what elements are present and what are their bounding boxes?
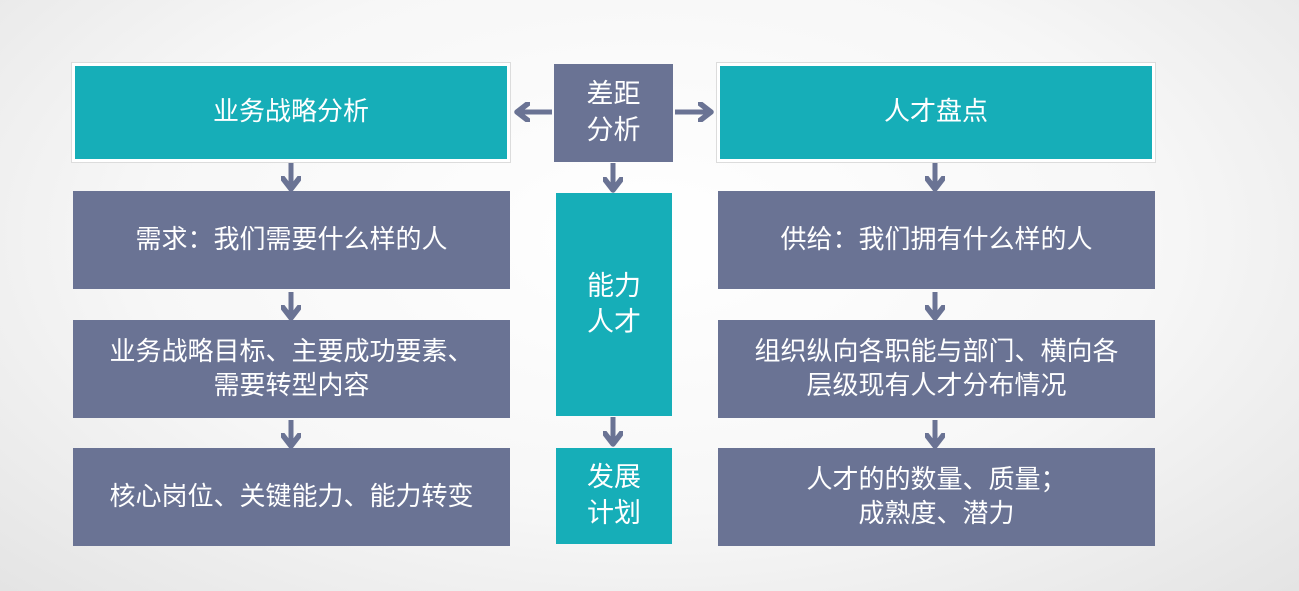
development-plan-box: 发展 计划 — [556, 448, 672, 544]
left-item-demand: 需求：我们需要什么样的人 — [73, 191, 510, 289]
business-strategy-header: 业务战略分析 — [72, 63, 510, 162]
right-item-talent-distribution: 组织纵向各职能与部门、横向各 层级现有人才分布情况 — [718, 320, 1155, 418]
left-item-core-positions: 核心岗位、关键能力、能力转变 — [73, 448, 510, 546]
gap-analysis-box: 差距 分析 — [554, 64, 673, 162]
left-item-strategy-goals: 业务战略目标、主要成功要素、 需要转型内容 — [73, 320, 510, 418]
right-item-supply: 供给：我们拥有什么样的人 — [718, 191, 1155, 289]
talent-review-header: 人才盘点 — [717, 63, 1155, 162]
capability-talent-box: 能力 人才 — [556, 193, 672, 416]
right-item-talent-quality: 人才的的数量、质量； 成熟度、潜力 — [718, 448, 1155, 546]
